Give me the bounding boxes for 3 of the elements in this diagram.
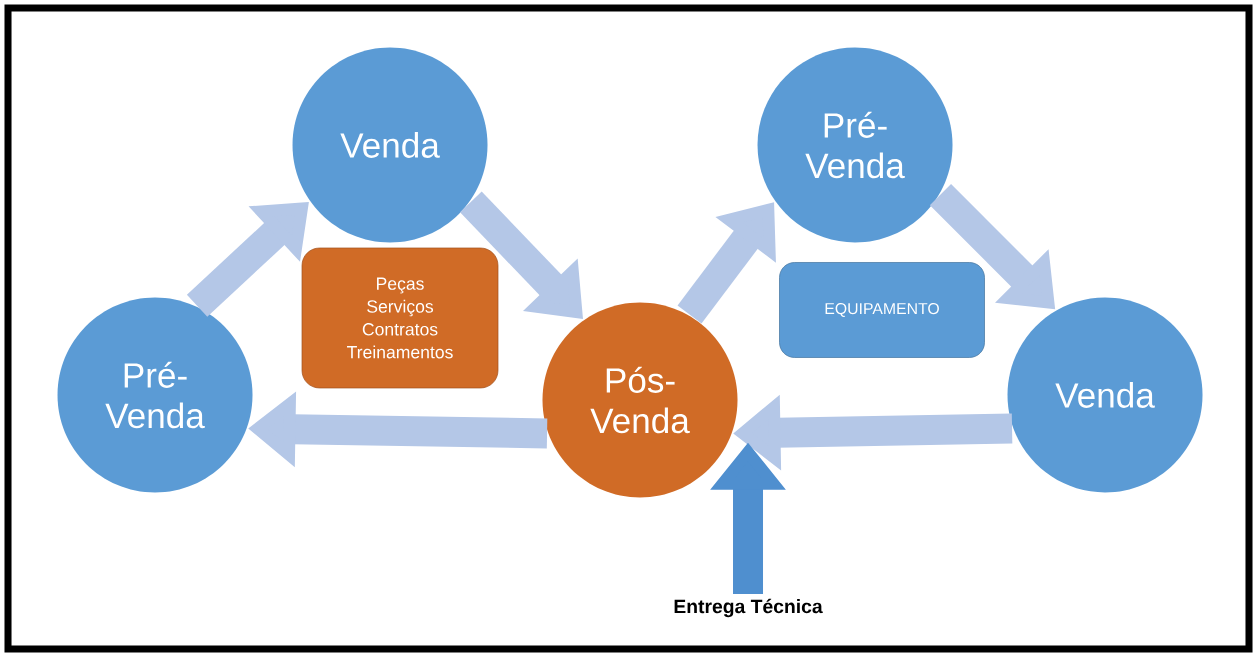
item-box: EQUIPAMENTO: [779, 262, 985, 358]
item-box: Peças Serviços Contratos Treinamentos: [301, 247, 499, 389]
caption-text: Entrega Técnica: [674, 598, 823, 618]
